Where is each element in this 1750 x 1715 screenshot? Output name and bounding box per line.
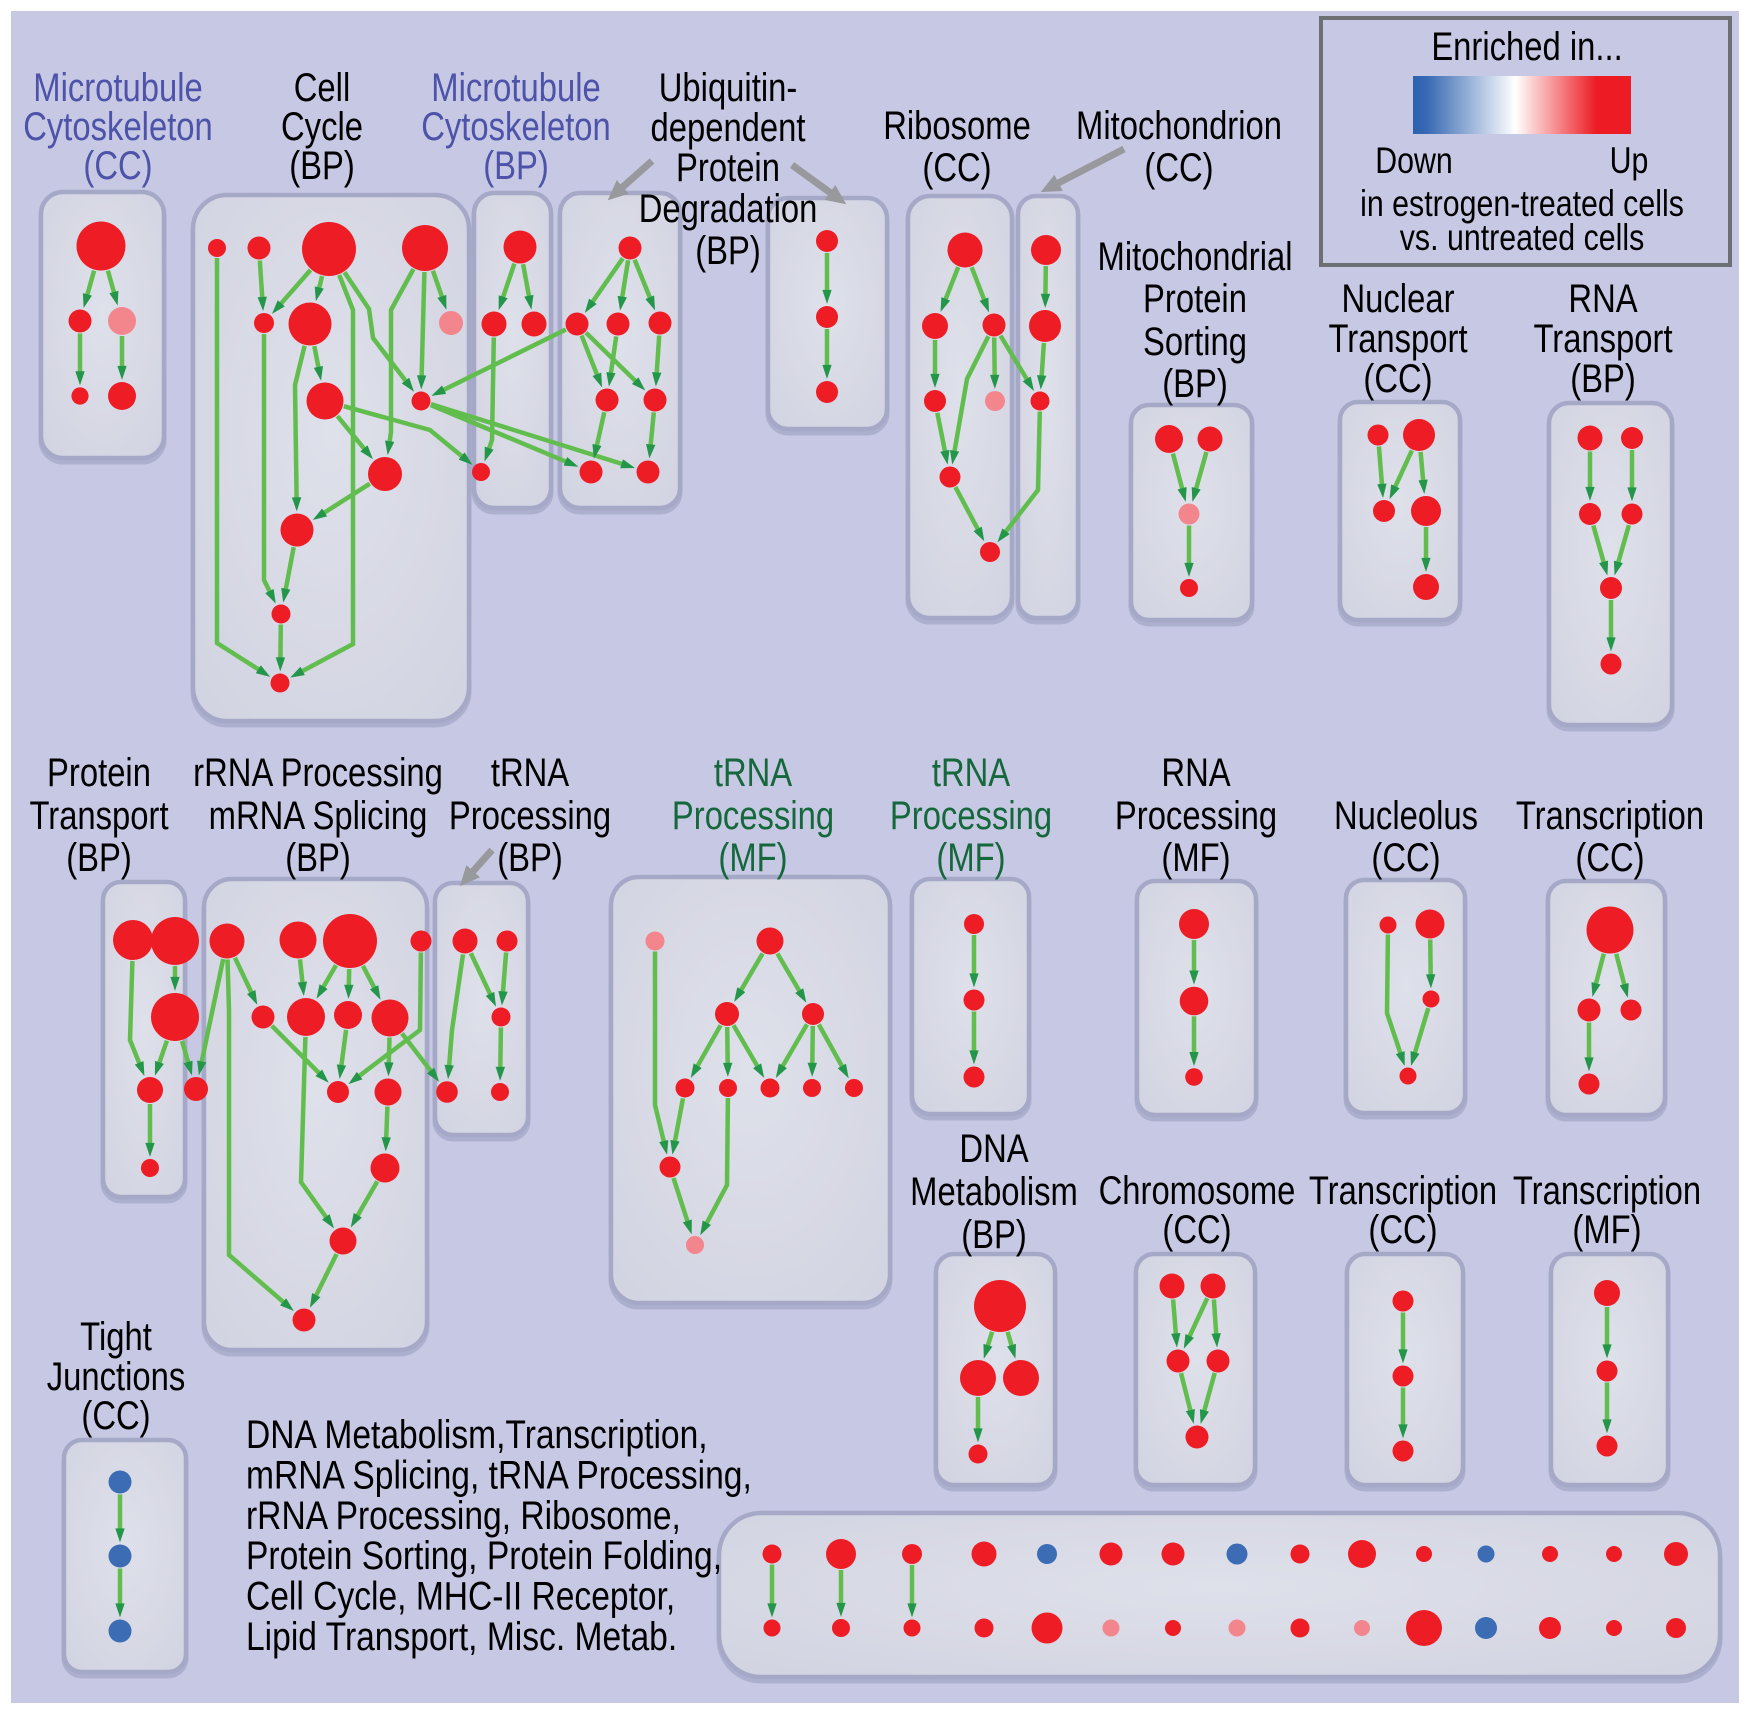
svg-text:Cytoskeleton: Cytoskeleton	[421, 104, 611, 149]
svg-text:rRNA Processing, Ribosome,: rRNA Processing, Ribosome,	[246, 1493, 681, 1537]
svg-text:Ubiquitin-: Ubiquitin-	[659, 65, 798, 110]
svg-text:Junctions: Junctions	[47, 1354, 186, 1399]
svg-text:Nucleolus: Nucleolus	[1334, 793, 1478, 838]
svg-text:vs. untreated cells: vs. untreated cells	[1400, 217, 1644, 259]
svg-text:Mitochondrial: Mitochondrial	[1098, 234, 1293, 279]
svg-text:(BP): (BP)	[961, 1212, 1027, 1257]
svg-text:(CC): (CC)	[1371, 835, 1440, 880]
svg-text:tRNA: tRNA	[932, 750, 1011, 795]
svg-text:Ribosome: Ribosome	[883, 103, 1031, 148]
svg-text:Processing: Processing	[1115, 793, 1277, 838]
svg-text:(MF): (MF)	[1572, 1207, 1641, 1252]
svg-text:(BP): (BP)	[285, 835, 351, 880]
svg-text:Cell: Cell	[294, 65, 350, 110]
svg-text:(CC): (CC)	[1368, 1207, 1437, 1252]
svg-text:rRNA Processing: rRNA Processing	[193, 750, 443, 795]
svg-text:Transcription: Transcription	[1513, 1168, 1701, 1213]
svg-text:Protein: Protein	[1143, 276, 1247, 321]
svg-text:(BP): (BP)	[497, 835, 563, 880]
svg-text:Protein: Protein	[676, 145, 780, 190]
svg-text:DNA Metabolism,Transcription,: DNA Metabolism,Transcription,	[246, 1412, 708, 1456]
svg-text:tRNA: tRNA	[714, 750, 793, 795]
svg-text:(BP): (BP)	[1570, 356, 1636, 401]
svg-text:Lipid Transport, Misc. Metab.: Lipid Transport, Misc. Metab.	[246, 1614, 677, 1658]
svg-text:Protein: Protein	[47, 750, 151, 795]
svg-text:Microtubule: Microtubule	[431, 65, 600, 110]
svg-text:Protein Sorting, Protein Foldi: Protein Sorting, Protein Folding,	[246, 1533, 722, 1577]
svg-text:Enriched in...: Enriched in...	[1431, 24, 1622, 69]
svg-text:Down: Down	[1375, 140, 1453, 182]
svg-text:(CC): (CC)	[1162, 1207, 1231, 1252]
svg-text:Transcription: Transcription	[1516, 793, 1704, 838]
svg-text:Transport: Transport	[29, 793, 168, 838]
svg-text:Cytoskeleton: Cytoskeleton	[23, 104, 213, 149]
svg-text:Sorting: Sorting	[1143, 319, 1247, 364]
svg-text:Cycle: Cycle	[281, 104, 363, 149]
svg-text:Mitochondrion: Mitochondrion	[1076, 103, 1282, 148]
svg-text:in estrogen-treated cells: in estrogen-treated cells	[1360, 183, 1684, 225]
svg-text:RNA: RNA	[1568, 276, 1638, 321]
svg-text:Nuclear: Nuclear	[1342, 276, 1455, 321]
svg-text:Up: Up	[1610, 140, 1649, 182]
svg-text:(CC): (CC)	[1144, 145, 1213, 190]
svg-text:Microtubule: Microtubule	[33, 65, 202, 110]
svg-text:mRNA Splicing, tRNA Processing: mRNA Splicing, tRNA Processing,	[246, 1453, 752, 1497]
svg-text:Degradation: Degradation	[639, 186, 818, 231]
svg-text:Chromosome: Chromosome	[1099, 1168, 1296, 1213]
svg-text:Metabolism: Metabolism	[910, 1169, 1078, 1214]
svg-text:(BP): (BP)	[695, 228, 761, 273]
svg-text:Processing: Processing	[672, 793, 834, 838]
svg-text:(CC): (CC)	[1575, 835, 1644, 880]
svg-text:Cell Cycle, MHC-II Receptor,: Cell Cycle, MHC-II Receptor,	[246, 1574, 675, 1618]
svg-text:Transport: Transport	[1328, 316, 1467, 361]
svg-text:(MF): (MF)	[718, 835, 787, 880]
svg-text:(CC): (CC)	[922, 145, 991, 190]
svg-text:dependent: dependent	[651, 105, 806, 150]
svg-text:(MF): (MF)	[1161, 835, 1230, 880]
svg-text:(CC): (CC)	[81, 1393, 150, 1438]
svg-text:(CC): (CC)	[83, 143, 152, 188]
svg-text:RNA: RNA	[1161, 750, 1231, 795]
svg-text:tRNA: tRNA	[491, 750, 570, 795]
svg-text:mRNA Splicing: mRNA Splicing	[209, 793, 428, 838]
svg-text:Processing: Processing	[449, 793, 611, 838]
svg-text:Tight: Tight	[80, 1314, 152, 1359]
svg-text:(BP): (BP)	[483, 143, 549, 188]
svg-text:Processing: Processing	[890, 793, 1052, 838]
svg-text:(BP): (BP)	[66, 835, 132, 880]
svg-text:(MF): (MF)	[936, 835, 1005, 880]
svg-text:DNA: DNA	[959, 1126, 1029, 1171]
svg-text:(BP): (BP)	[1162, 361, 1228, 406]
svg-text:Transport: Transport	[1533, 316, 1672, 361]
svg-text:(BP): (BP)	[289, 143, 355, 188]
svg-text:(CC): (CC)	[1363, 356, 1432, 401]
svg-text:Transcription: Transcription	[1309, 1168, 1497, 1213]
